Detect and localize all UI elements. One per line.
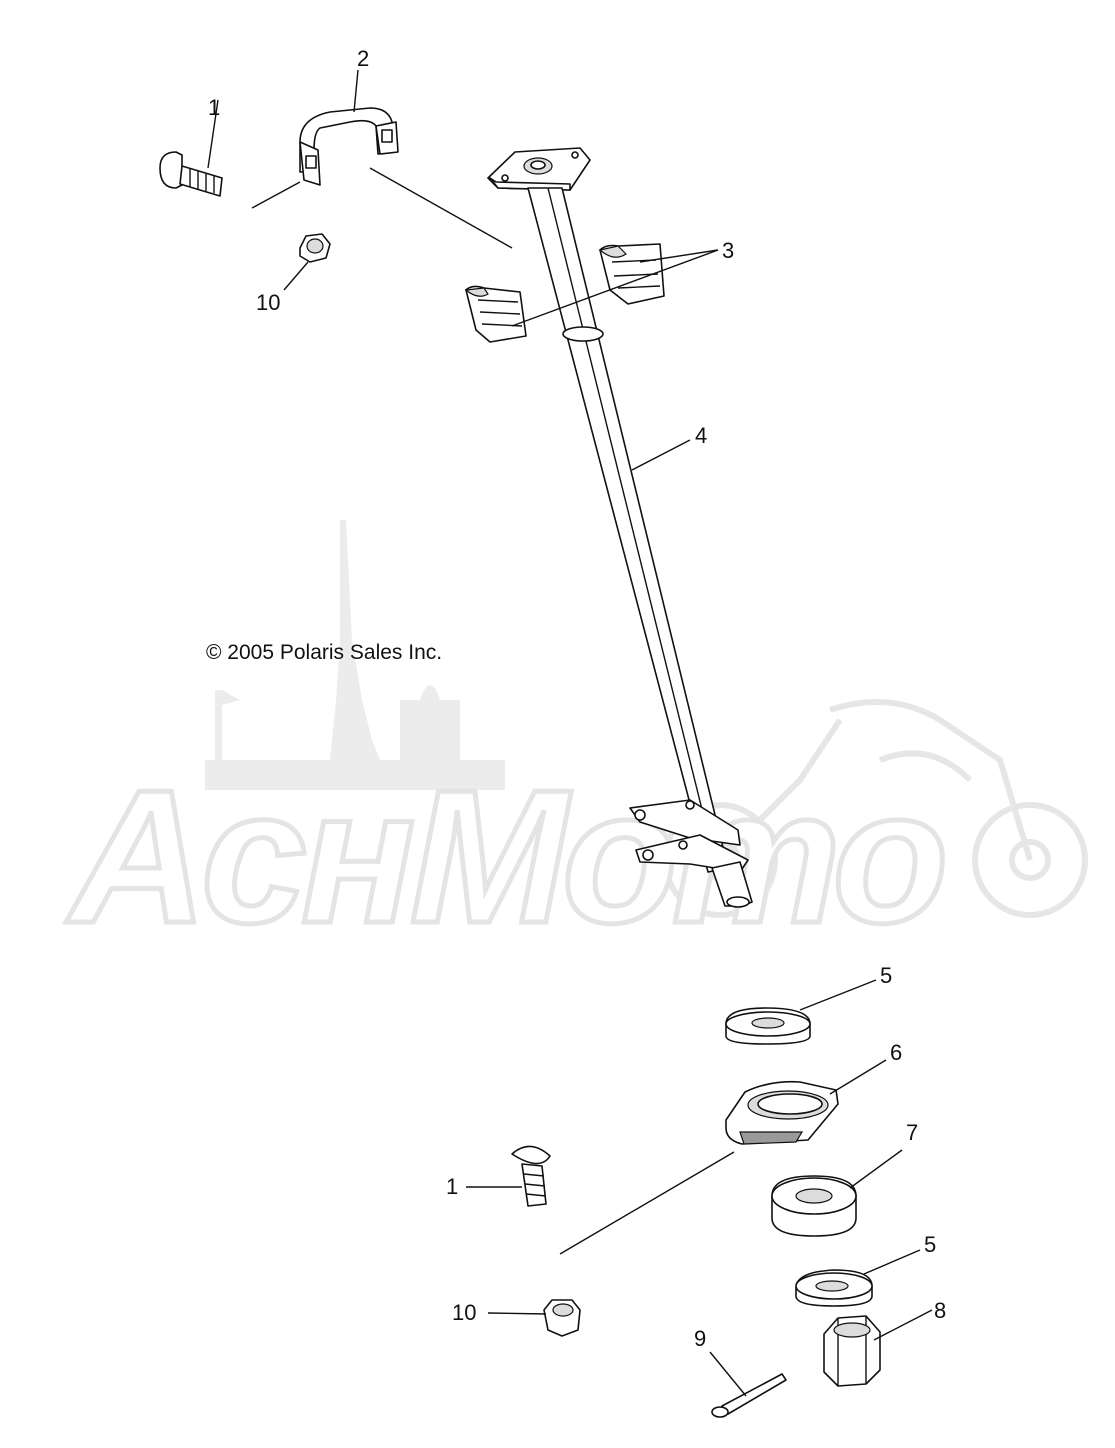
thick-washer	[771, 1175, 857, 1237]
callout-9: 9	[694, 1326, 706, 1351]
callout-5-upper: 5	[880, 963, 892, 988]
callout-5-lower: 5	[924, 1232, 936, 1257]
bolt-lower	[511, 1145, 551, 1207]
bushing-left	[464, 285, 527, 343]
steering-post	[487, 147, 753, 908]
watermark: AcнMoто	[64, 520, 1088, 966]
bolt-upper	[159, 151, 223, 197]
callout-6: 6	[890, 1040, 902, 1065]
washer-upper	[725, 1007, 811, 1045]
watermark-text: AcнMoто	[66, 751, 942, 963]
callout-7: 7	[906, 1120, 918, 1145]
copyright-text: © 2005 Polaris Sales Inc.	[206, 641, 442, 664]
spacer-bracket	[725, 1080, 839, 1145]
callout-3: 3	[722, 238, 734, 263]
hex-nut	[823, 1315, 881, 1387]
callout-4: 4	[695, 423, 707, 448]
callout-1-upper: 1	[208, 95, 220, 120]
flange-nut-lower	[543, 1299, 581, 1337]
bushing-right	[598, 243, 665, 305]
saddle-clamp	[299, 107, 399, 186]
callout-2: 2	[357, 46, 369, 71]
watermark-cathedral-icon	[205, 520, 505, 790]
callout-8: 8	[934, 1298, 946, 1323]
callout-10-lower: 10	[452, 1300, 476, 1325]
flange-nut-upper	[299, 233, 331, 263]
callout-1-lower: 1	[446, 1174, 458, 1199]
washer-lower	[795, 1269, 873, 1307]
callout-10-upper: 10	[256, 290, 280, 315]
cotter-pin	[711, 1373, 787, 1418]
